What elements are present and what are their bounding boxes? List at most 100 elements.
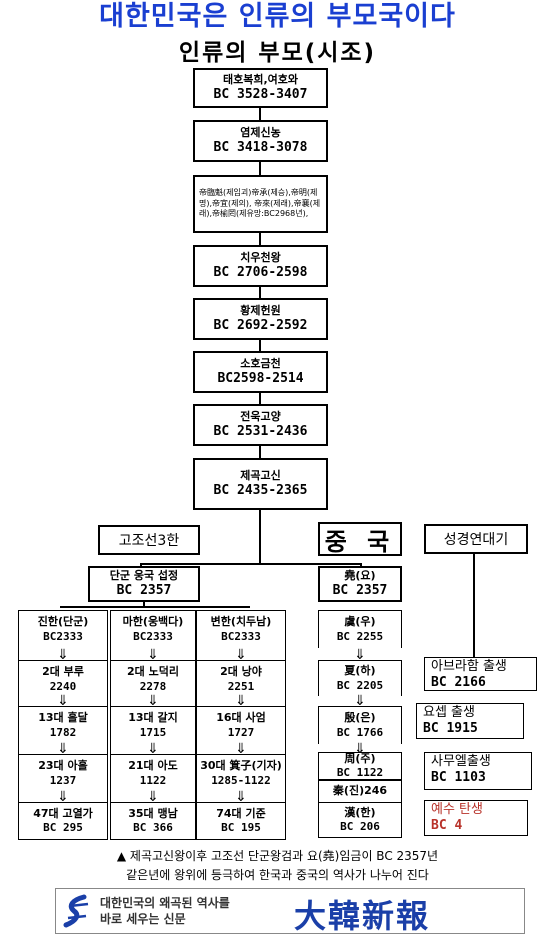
han-cell-name: 30대 箕子(기자) xyxy=(200,759,282,773)
china-cell-years: BC 2205 xyxy=(336,678,384,692)
han-cell-years: 1237 xyxy=(49,773,77,787)
china-cell-name: 殷(은) xyxy=(344,711,376,725)
china-cell-years: BC 1766 xyxy=(336,725,384,739)
down-arrow-icon: ⇓ xyxy=(110,694,196,708)
han-cell-name: 2대 노덕리 xyxy=(127,665,179,679)
china-cell-name: 虞(우) xyxy=(344,615,376,629)
page-title: 대한민국은 인류의 부모국이다 xyxy=(99,1,456,32)
han-cell-years: BC 366 xyxy=(133,821,173,834)
han-cell-years: 1715 xyxy=(139,725,167,739)
han-cell-name: 16대 사엄 xyxy=(216,711,266,725)
footnote-line-1: ▲ 제곡고신왕이후 고조선 단군왕검과 요(堯)임금이 BC 2357년 xyxy=(116,849,439,863)
china-cell-name: 秦(진)246 xyxy=(332,784,388,798)
han-cell-name: 진한(단군) xyxy=(37,615,89,629)
china-cell-name: 漢(한) xyxy=(344,805,376,819)
china-cell-years: BC 2255 xyxy=(336,629,384,643)
han-cell-years: BC 295 xyxy=(43,821,83,834)
branch-connector xyxy=(140,563,362,565)
han-cell-name: 23대 아홀 xyxy=(38,759,88,773)
han-cell: 마한(웅백다)BC2333 xyxy=(110,610,196,648)
china-cell-years: BC 1122 xyxy=(336,766,384,779)
han-cell-name: 2대 부루 xyxy=(42,665,84,679)
down-arrow-icon: ⇓ xyxy=(196,742,286,756)
newspaper-name: 大韓新報 xyxy=(294,897,431,935)
down-arrow-icon: ⇓ xyxy=(110,790,196,804)
han-cell: 30대 箕子(기자)1285-1122 xyxy=(196,754,286,792)
chart-subtitle: 인류의 부모(시조) xyxy=(178,40,377,66)
han-cell: 진한(단군)BC2333 xyxy=(18,610,108,648)
branch-left-drop xyxy=(140,563,142,568)
han-cell-years: BC 195 xyxy=(221,821,261,834)
down-arrow-icon: ⇓ xyxy=(110,648,196,662)
down-arrow-icon: ⇓ xyxy=(354,693,366,709)
han-cell-name: 74대 기준 xyxy=(216,806,266,820)
down-arrow-icon: ⇓ xyxy=(18,648,108,662)
han-cell-name: 13대 흘달 xyxy=(38,711,88,725)
han-cell-name: 변한(치두남) xyxy=(210,615,272,629)
han-cell: 변한(치두남)BC2333 xyxy=(196,610,286,648)
china-dynasty-cell: 殷(은)BC 1766 xyxy=(318,706,402,744)
han-cell-name: 47대 고열가 xyxy=(33,806,93,820)
gojoseon-header: 고조선3한 xyxy=(98,525,200,555)
newspaper-logo-icon xyxy=(63,894,89,928)
han-cell-years: 2240 xyxy=(49,679,77,693)
han-cell-years: 2251 xyxy=(227,679,255,693)
bible-timeline xyxy=(473,554,475,658)
dangun-drop xyxy=(143,602,145,607)
han-cell-years: BC2333 xyxy=(221,629,261,643)
down-arrow-icon: ⇓ xyxy=(196,790,286,804)
han-cell-name: 마한(웅백다) xyxy=(122,615,184,629)
down-arrow-icon: ⇓ xyxy=(354,741,366,757)
china-dynasty-cell: 秦(진)246 xyxy=(318,780,402,802)
china-cell-name: 周(주) xyxy=(344,751,376,765)
han-cell-years: 1122 xyxy=(139,773,167,787)
china-dynasty-cell: 漢(한)BC 206 xyxy=(318,802,402,838)
down-arrow-icon: ⇓ xyxy=(110,742,196,756)
han-cell-name: 21대 아도 xyxy=(128,759,178,773)
china-cell-name: 夏(하) xyxy=(344,664,376,678)
china-header: 중 국 xyxy=(318,522,402,556)
yao-box: 堯(요)BC 2357 xyxy=(318,566,402,602)
china-dynasty-cell: 周(주)BC 1122 xyxy=(318,752,402,780)
china-dynasty-cell: 夏(하)BC 2205 xyxy=(318,660,402,696)
han-cell-name: 13대 갈지 xyxy=(128,711,178,725)
han-cell-years: 1285-1122 xyxy=(211,773,271,787)
han-cell-years: BC2333 xyxy=(43,629,83,643)
down-arrow-icon: ⇓ xyxy=(18,742,108,756)
branch-right-drop xyxy=(360,563,362,568)
down-arrow-icon: ⇓ xyxy=(196,694,286,708)
banner-slogan: 대한민국의 왜곡된 역사를 바로 세우는 신문 xyxy=(100,896,230,926)
down-arrow-icon: ⇓ xyxy=(18,694,108,708)
han-cell-years: 2278 xyxy=(139,679,167,693)
footnote-line-2: 같은년에 왕위에 등극하여 한국과 중국의 역사가 나누어 진다 xyxy=(126,868,429,882)
down-arrow-icon: ⇓ xyxy=(196,648,286,662)
china-cell-years: BC 206 xyxy=(340,820,380,833)
newspaper-banner: 대한민국의 왜곡된 역사를 바로 세우는 신문 大韓新報 xyxy=(55,888,525,935)
down-arrow-icon: ⇓ xyxy=(18,790,108,804)
han-cell-years: 1727 xyxy=(227,725,255,739)
chain-box-emperors: 帝臨魁(제임괴)帝承(제승),帝明(제명),帝宜(제의), 帝來(제래),帝襄(… xyxy=(193,175,328,233)
down-arrow-icon: ⇓ xyxy=(354,647,366,663)
